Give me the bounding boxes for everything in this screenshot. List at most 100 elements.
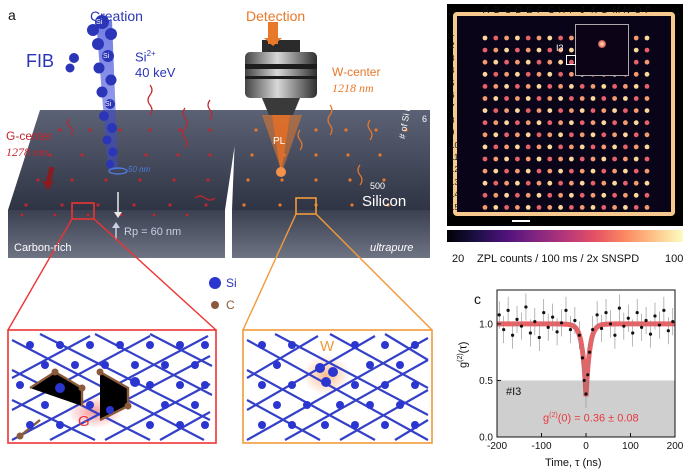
data-point bbox=[582, 378, 586, 383]
map-spot bbox=[515, 180, 520, 186]
map-spot bbox=[633, 47, 639, 53]
map-spot bbox=[504, 96, 509, 101]
map-spot bbox=[601, 205, 607, 210]
w-zoom-box bbox=[295, 197, 317, 215]
map-spot bbox=[536, 84, 542, 89]
y-tick-label: 1.0 bbox=[479, 319, 493, 330]
map-spot bbox=[493, 47, 499, 53]
map-spot bbox=[644, 84, 650, 89]
data-point bbox=[497, 313, 501, 317]
map-spot bbox=[579, 96, 585, 101]
row-label-4: 4 bbox=[450, 66, 455, 76]
column-label-N: N bbox=[623, 5, 630, 15]
map-spot bbox=[558, 35, 563, 41]
map-spot bbox=[569, 47, 574, 53]
data-point bbox=[502, 327, 506, 332]
column-label-M: M bbox=[612, 5, 621, 15]
data-point bbox=[635, 311, 639, 315]
si-ball-label-3: Si bbox=[105, 101, 112, 108]
map-spot bbox=[482, 59, 488, 65]
legend-si-label: Si bbox=[226, 276, 237, 290]
map-spot bbox=[482, 156, 488, 162]
w-center-line1: W-center bbox=[332, 65, 381, 79]
map-spot bbox=[515, 47, 520, 53]
map-spot bbox=[612, 84, 617, 89]
map-spot bbox=[547, 180, 553, 186]
map-spot bbox=[482, 168, 488, 174]
map-spot bbox=[504, 180, 509, 186]
map-spot bbox=[547, 156, 553, 162]
map-spot bbox=[633, 84, 639, 89]
row-label-13: 13 bbox=[450, 177, 459, 187]
map-spot bbox=[569, 35, 574, 41]
x-tick-label: 100 bbox=[622, 441, 639, 452]
data-point bbox=[604, 311, 608, 315]
map-spot bbox=[601, 120, 607, 126]
map-spot bbox=[493, 192, 499, 198]
map-spot bbox=[590, 132, 596, 138]
data-point bbox=[662, 308, 666, 312]
map-spot bbox=[536, 132, 542, 138]
map-spot bbox=[536, 120, 542, 126]
map-spot bbox=[612, 168, 617, 174]
map-spot bbox=[515, 108, 520, 113]
map-spot bbox=[504, 71, 509, 77]
data-point bbox=[515, 317, 519, 321]
map-spot bbox=[633, 180, 639, 186]
map-spot bbox=[536, 192, 542, 198]
data-point bbox=[608, 322, 613, 326]
data-point bbox=[580, 356, 585, 360]
y-tick-label: 0.5 bbox=[479, 376, 493, 387]
row-label-6: 6 bbox=[450, 91, 455, 100]
map-spot bbox=[515, 96, 520, 101]
map-spot bbox=[504, 108, 509, 113]
map-spot bbox=[569, 108, 574, 113]
column-label-L: L bbox=[601, 5, 607, 15]
g-lattice bbox=[7, 329, 217, 444]
panel-a-illustration bbox=[7, 15, 433, 444]
map-spot bbox=[515, 59, 520, 65]
g-defect-label: G bbox=[78, 413, 90, 430]
data-point bbox=[524, 305, 528, 309]
inset-spot bbox=[598, 40, 606, 48]
map-spot bbox=[601, 156, 607, 162]
row-label-5: 5 bbox=[450, 78, 455, 88]
map-spot bbox=[633, 96, 639, 101]
map-spot bbox=[536, 168, 542, 174]
map-spot bbox=[623, 192, 628, 198]
row-label-2: 2 bbox=[450, 41, 455, 51]
rp-label: Rp = 60 nm bbox=[124, 226, 182, 238]
map-spot bbox=[612, 144, 617, 150]
data-point bbox=[555, 330, 559, 334]
x-tick-label: 200 bbox=[667, 441, 684, 452]
map-spot bbox=[536, 47, 542, 53]
map-spot bbox=[504, 120, 509, 126]
data-point bbox=[537, 335, 541, 340]
map-spot bbox=[569, 120, 574, 126]
map-spot bbox=[536, 180, 542, 186]
scale-bar bbox=[512, 220, 530, 222]
map-spot bbox=[493, 96, 499, 101]
map-spot bbox=[547, 120, 553, 126]
map-spot bbox=[644, 71, 650, 77]
map-spot bbox=[569, 192, 574, 198]
map-spot bbox=[504, 168, 509, 174]
pitch-marker bbox=[108, 167, 128, 175]
map-spot bbox=[547, 205, 553, 210]
g-center-line1: G-center bbox=[6, 129, 53, 143]
si-ball-label-2: Si bbox=[103, 53, 110, 60]
map-spot bbox=[601, 96, 607, 101]
x-tick-label: 0 bbox=[583, 441, 589, 452]
map-spot bbox=[558, 144, 563, 150]
map-spot bbox=[515, 205, 520, 210]
data-point bbox=[591, 327, 595, 332]
map-spot bbox=[579, 132, 585, 138]
si-ball-label-1: Si bbox=[96, 19, 103, 26]
map-spot bbox=[536, 205, 542, 210]
map-spot bbox=[547, 132, 553, 138]
y-tick-label: 0.0 bbox=[479, 433, 493, 444]
map-spot bbox=[547, 168, 553, 174]
map-spot bbox=[525, 59, 531, 65]
